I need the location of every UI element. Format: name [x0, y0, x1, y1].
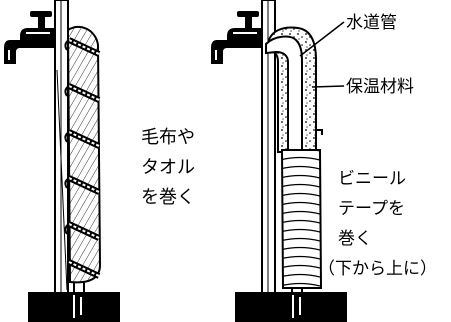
- faucet-highlight: [215, 32, 257, 60]
- faucet-highlight: [8, 32, 50, 60]
- right-ground: [235, 292, 347, 322]
- rope-loop: [64, 39, 70, 51]
- faucet-body: [211, 28, 263, 64]
- left-post-diagonal: [56, 69, 68, 291]
- faucet-handle: [237, 11, 259, 17]
- tape-label-line-1: ビニール: [338, 169, 406, 189]
- right-figure: 水道管 保温材料 ビニール テープを 巻く （下から上に）: [211, 0, 437, 322]
- faucet-handle: [30, 11, 52, 17]
- rope-band-highlight: [68, 131, 100, 147]
- tape-end-mark: [316, 129, 323, 135]
- rope-band-highlight: [68, 85, 100, 101]
- left-figure: 毛布や タオル を巻く: [4, 0, 195, 322]
- left-label-line-3: を巻く: [141, 187, 195, 208]
- faucet-stem: [38, 16, 45, 29]
- insulation-leader-line: [311, 85, 345, 88]
- faucet-body: [4, 28, 56, 64]
- rope-band-highlight: [68, 177, 100, 193]
- rope-loop: [64, 223, 70, 235]
- rope-loop: [64, 85, 70, 97]
- vinyl-tape-stripes: [282, 150, 321, 288]
- left-pipe-below-wrap: [73, 281, 85, 292]
- left-faucet: [4, 11, 56, 64]
- left-rope: [64, 37, 101, 279]
- left-label-line-2: タオル: [141, 157, 195, 178]
- left-label-line-1: 毛布や: [141, 127, 195, 148]
- right-faucet: [211, 11, 263, 64]
- pipe-label: 水道管: [346, 13, 397, 33]
- water-pipe: [265, 35, 303, 153]
- rope-loop: [64, 177, 70, 189]
- rope-band-highlight: [68, 223, 100, 239]
- rope-band-highlight: [68, 39, 100, 55]
- faucet-stem: [245, 16, 252, 29]
- insulation-label: 保温材料: [346, 77, 414, 97]
- right-pipe-below-wrap: [291, 288, 303, 293]
- tape-label-line-4: （下から上に）: [318, 259, 437, 279]
- left-blanket-hatch: [68, 26, 100, 283]
- rope-loop: [64, 131, 70, 143]
- right-ground-pipe-mark: [292, 295, 301, 318]
- pipe-leader-line: [299, 21, 345, 57]
- rope-band-highlight: [68, 261, 100, 277]
- left-ground-pipe-mark: [73, 295, 82, 318]
- tape-label-line-2: テープを: [338, 199, 405, 219]
- tape-label-line-3: 巻く: [338, 229, 372, 249]
